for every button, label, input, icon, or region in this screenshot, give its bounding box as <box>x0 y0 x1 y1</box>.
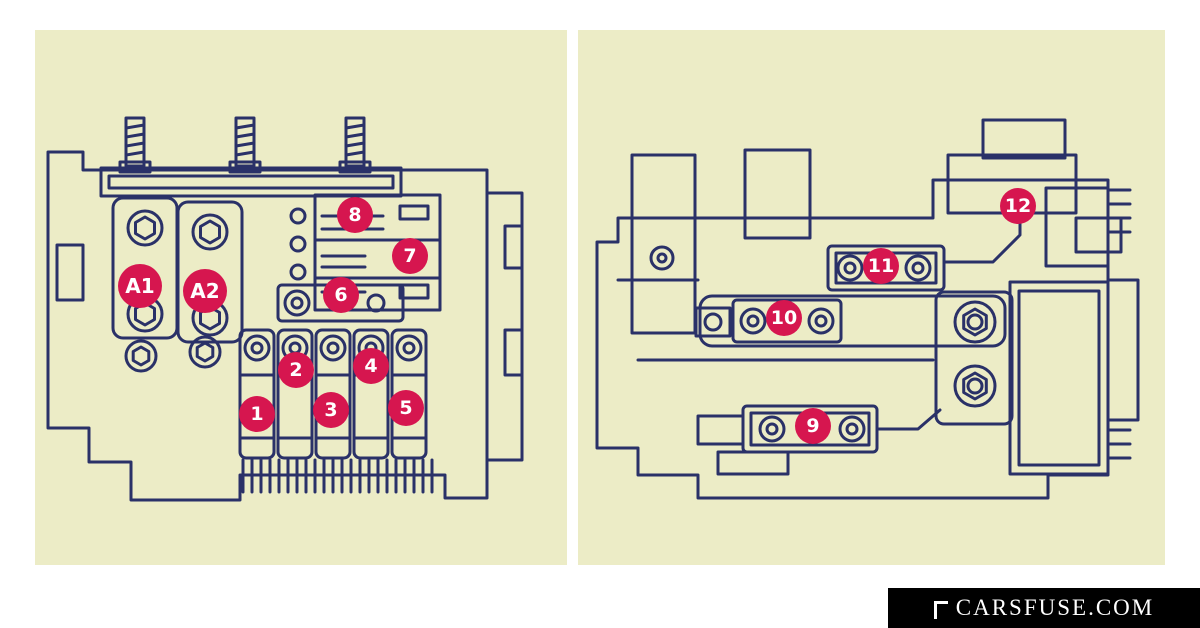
marker-4: 4 <box>353 348 389 384</box>
fuse-box-line-drawing-left <box>46 116 524 502</box>
fuse-strips <box>238 328 428 460</box>
top-bolt-studs <box>99 116 403 198</box>
left-post <box>630 153 697 335</box>
marker-8: 8 <box>337 197 373 233</box>
comb-teeth <box>241 458 434 494</box>
fuse-box-line-drawing-right <box>595 118 1140 500</box>
marker-12: 12 <box>1000 188 1036 224</box>
watermark-bracket-icon <box>933 601 948 619</box>
left-diagram-panel: A1 A2 1 2 3 4 5 6 7 8 <box>35 30 567 565</box>
watermark: CARSFUSE.COM <box>888 588 1200 628</box>
marker-3: 3 <box>313 392 349 428</box>
right-diagram-panel: 9 10 11 12 <box>578 30 1165 565</box>
stud-nuts <box>934 290 1014 426</box>
right-body-outline <box>595 178 1110 500</box>
marker-1: 1 <box>239 396 275 432</box>
marker-2: 2 <box>278 352 314 388</box>
marker-9: 9 <box>795 408 831 444</box>
fuse-holder-11 <box>826 213 1022 292</box>
right-block <box>1008 188 1140 476</box>
marker-a1: A1 <box>118 264 162 308</box>
watermark-text: CARSFUSE.COM <box>955 595 1155 620</box>
marker-a2: A2 <box>183 269 227 313</box>
center-post <box>743 148 812 240</box>
fuse-holder-10 <box>694 294 1007 348</box>
top-right-connector <box>946 118 1123 268</box>
marker-11: 11 <box>863 248 899 284</box>
marker-10: 10 <box>766 300 802 336</box>
left-body-outline <box>46 150 524 502</box>
marker-6: 6 <box>323 277 359 313</box>
marker-5: 5 <box>388 390 424 426</box>
marker-7: 7 <box>392 238 428 274</box>
